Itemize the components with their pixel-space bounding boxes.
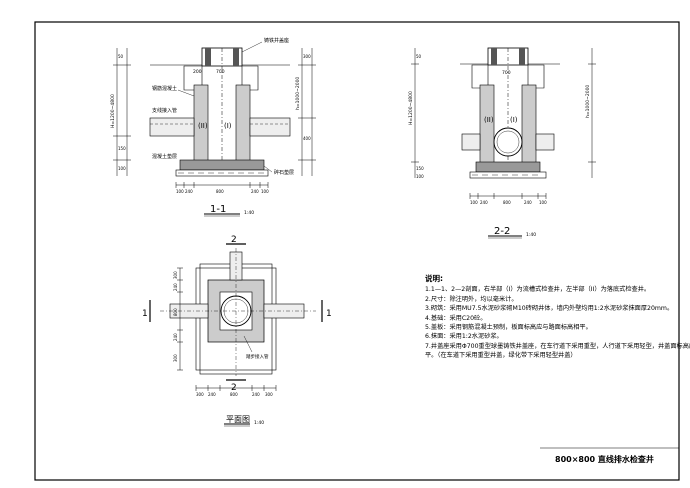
drawing-title: 800×800 直线排水检查井 (555, 455, 654, 464)
plan-dim-bot-1: 240 (208, 392, 216, 397)
s1-scale: 1:40 (244, 210, 254, 216)
s2-label-left: (II) (484, 116, 494, 124)
section-1-1 (113, 41, 316, 217)
s2-dim-misc-1: 150 (416, 166, 424, 171)
s2-title: 2-2 (494, 226, 510, 237)
s2-scale: 1:40 (526, 232, 536, 238)
note-item-7: 7.井盖座采用Φ700重型球墨铸铁井盖座，在车行道下采用重型，人行道下采用轻型，… (425, 342, 690, 350)
plan-view (149, 243, 323, 427)
s1-label-wall: 钢筋混凝土 (152, 85, 177, 92)
s1-dim-top-a: 200 (193, 69, 202, 75)
s1-dim-bot-3: 240 (251, 189, 259, 194)
s1-label-gravel: 碎石垫层 (274, 169, 294, 176)
s1-dim-bot-0: 100 (176, 189, 184, 194)
note-item-1: 1.1—1、2—2剖面，右半部（I）为流槽式检查井，左半部（II）为落底式检查井… (425, 286, 651, 294)
s1-dim-bot-1: 240 (185, 189, 193, 194)
plan-dim-bot-4: 300 (265, 392, 273, 397)
s1-label-left: (II) (198, 122, 208, 130)
plan-mark-top: 2 (231, 235, 237, 245)
s1-dim-misc-1: 300 (303, 54, 311, 59)
s1-dim-misc-0: 50 (118, 54, 124, 59)
design-notes: 说明: 1.1—1、2—2剖面，右半部（I）为流槽式检查井，左半部（II）为落底… (425, 274, 690, 361)
s1-label-right: (I) (224, 122, 232, 130)
notes-heading: 说明: (425, 274, 443, 283)
s1-dim-misc-3: 150 (118, 146, 126, 151)
s1-label-base: 混凝土垫层 (152, 153, 177, 160)
note-item-3: 3.砌筑：采用MU7.5水泥砂浆砌M10砖砌井体，墙内外壁均用1:2水泥砂浆抹面… (425, 305, 674, 313)
s1-dim-top-b: 700 (216, 69, 225, 75)
plan-dim-left-1: 240 (173, 283, 178, 291)
plan-dim-bot-0: 300 (196, 392, 204, 397)
plan-dim-left-0: 300 (173, 271, 178, 279)
plan-dim-left-2: 800 (173, 308, 178, 316)
plan-label-step: 踏步接入管 (246, 353, 269, 360)
s2-dim-right-v: h=1000~2000 (585, 85, 591, 118)
s2-dim-bot-2: 800 (503, 200, 511, 205)
s1-title: 1-1 (210, 204, 226, 215)
note-item-8: 平。（在车道下采用重型井盖，绿化带下采用轻型井盖） (425, 352, 577, 360)
s2-dim-bot-4: 100 (539, 200, 547, 205)
s1-dim-left-v: H=1200~4800 (110, 94, 116, 128)
plan-dim-left-4: 300 (173, 354, 178, 362)
plan-dim-bot-2: 800 (230, 392, 238, 397)
s1-label-pipe: 支线接入管 (152, 107, 177, 114)
note-item-4: 4.基础：采用C20砼。 (425, 314, 487, 322)
s1-dim-right-v: h=1000~2000 (295, 77, 301, 110)
s1-dim-bot-4: 100 (261, 189, 269, 194)
plan-title: 平面图 (226, 415, 250, 424)
note-item-6: 6.抹面：采用1:2水泥砂浆。 (425, 333, 503, 341)
s2-dim-left-v: H=1200~4800 (408, 91, 414, 125)
plan-dim-bot-3: 240 (252, 392, 260, 397)
note-item-5: 5.盖板：采用钢筋混凝土预制，板面标高应与路面标高相平。 (425, 324, 592, 332)
s2-dim-misc-0: 50 (416, 54, 422, 59)
plan-mark-left: 1 (142, 309, 148, 319)
plan-dim-left-3: 240 (173, 333, 178, 341)
s2-dim-bot-1: 240 (480, 200, 488, 205)
s2-dim-top: 700 (502, 70, 511, 76)
s1-dim-misc-2: 400 (303, 136, 311, 141)
section-2-2 (411, 47, 596, 239)
s1-dim-bot-2: 800 (216, 189, 224, 194)
s1-label-cover: 铸铁井盖座 (264, 37, 289, 44)
outer-border (34, 21, 680, 481)
s2-dim-bot-3: 240 (524, 200, 532, 205)
plan-mark-bottom: 2 (231, 383, 237, 393)
s2-label-right: (I) (510, 116, 518, 124)
s2-dim-bot-0: 100 (470, 200, 478, 205)
s2-dim-misc-2: 100 (416, 174, 424, 179)
note-item-2: 2.尺寸：除注明外，均以毫米计。 (425, 295, 518, 303)
plan-scale: 1:40 (254, 420, 264, 426)
s1-dim-misc-4: 100 (118, 166, 126, 171)
plan-mark-right: 1 (326, 309, 332, 319)
